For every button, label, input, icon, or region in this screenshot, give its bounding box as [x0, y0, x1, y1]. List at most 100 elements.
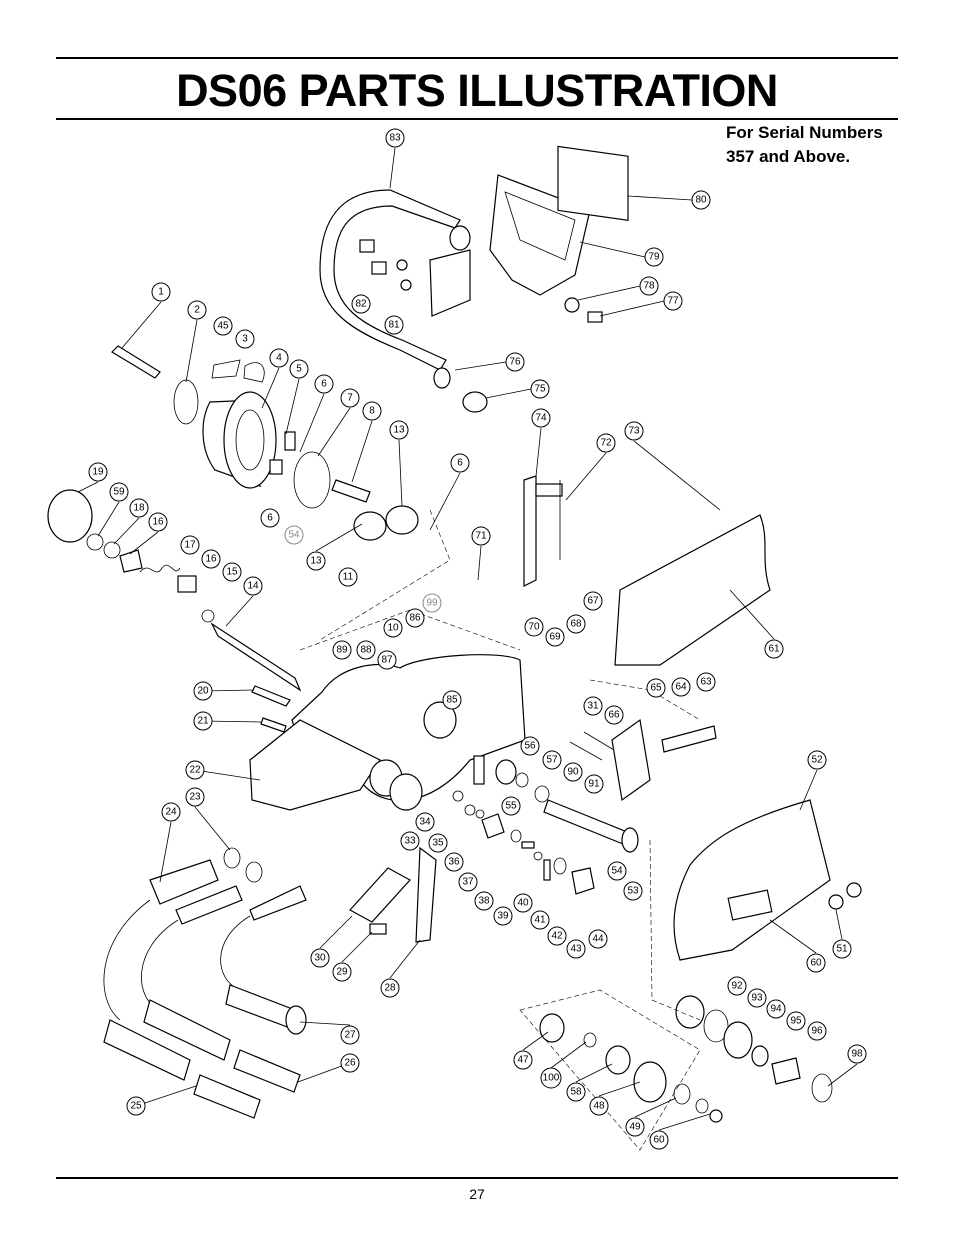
part-callout-58: 58 — [566, 1082, 586, 1102]
callout-circle — [444, 852, 464, 872]
part-callout-30: 30 — [310, 948, 330, 968]
serial-number-note: For Serial Numbers 357 and Above. — [726, 121, 926, 169]
callout-number: 41 — [534, 915, 546, 926]
part-callout-43: 43 — [566, 939, 586, 959]
callout-number: 42 — [551, 931, 563, 942]
part-callout-95: 95 — [786, 1011, 806, 1031]
callout-circle — [531, 408, 551, 428]
callout-circle — [493, 906, 513, 926]
part-callout-93: 93 — [747, 988, 767, 1008]
callout-circle — [332, 640, 352, 660]
callout-number: 6 — [457, 458, 463, 469]
part-callout-71: 71 — [471, 526, 491, 546]
part-callout-2: 2 — [187, 300, 207, 320]
callout-circle — [563, 762, 583, 782]
callout-circle — [542, 750, 562, 770]
callout-number: 18 — [133, 503, 145, 514]
callout-number: 98 — [851, 1049, 863, 1060]
callout-circle — [161, 802, 181, 822]
part-callout-73: 73 — [624, 421, 644, 441]
part-callout-61: 61 — [764, 639, 784, 659]
part-callout-40: 40 — [513, 893, 533, 913]
exploded-parts-drawing: 8380797877828112453456787675747372136195… — [47, 128, 867, 1151]
part-callout-88: 88 — [356, 640, 376, 660]
callout-circle — [524, 617, 544, 637]
callout-number: 17 — [184, 540, 196, 551]
part-callout-53: 53 — [623, 881, 643, 901]
callout-number: 13 — [393, 425, 405, 436]
part-callout-13: 13 — [389, 420, 409, 440]
callout-number: 59 — [113, 487, 125, 498]
part-callout-15: 15 — [222, 562, 242, 582]
callout-number: 60 — [653, 1135, 665, 1146]
callout-circle — [847, 1044, 867, 1064]
callout-number: 76 — [509, 357, 521, 368]
callout-number: 67 — [587, 596, 599, 607]
part-callout-11: 11 — [338, 567, 358, 587]
callout-number: 11 — [343, 572, 354, 583]
callout-circle — [566, 939, 586, 959]
part-callout-55: 55 — [501, 796, 521, 816]
callout-number: 49 — [629, 1122, 641, 1133]
part-callout-76: 76 — [505, 352, 525, 372]
callout-number: 58 — [570, 1087, 582, 1098]
part-callout-18: 18 — [129, 498, 149, 518]
callout-circle — [340, 1025, 360, 1045]
part-callout-66: 66 — [604, 705, 624, 725]
callout-number: 78 — [643, 281, 655, 292]
callout-circle — [109, 482, 129, 502]
callout-number: 95 — [790, 1016, 802, 1027]
callout-number: 45 — [217, 321, 229, 332]
callout-number: 56 — [524, 741, 536, 752]
callout-circle — [129, 498, 149, 518]
callout-circle — [807, 750, 827, 770]
callout-circle — [623, 881, 643, 901]
callout-circle — [764, 639, 784, 659]
callout-circle — [584, 774, 604, 794]
part-callout-22: 22 — [185, 760, 205, 780]
callout-circle — [639, 276, 659, 296]
part-callout-6: 6 — [260, 508, 280, 528]
callout-circle — [126, 1096, 146, 1116]
part-callout-78: 78 — [639, 276, 659, 296]
callout-number: 5 — [296, 364, 302, 375]
callout-circle — [289, 359, 309, 379]
callout-circle — [727, 976, 747, 996]
callout-circle — [520, 736, 540, 756]
callout-circle — [786, 1011, 806, 1031]
part-callout-96: 96 — [807, 1021, 827, 1041]
callout-number: 30 — [314, 953, 326, 964]
top-rule — [56, 57, 898, 59]
callout-number: 90 — [567, 767, 579, 778]
callout-number: 20 — [197, 686, 209, 697]
part-callout-69: 69 — [545, 627, 565, 647]
callout-number: 54 — [288, 530, 300, 541]
part-callout-19: 19 — [88, 462, 108, 482]
part-callout-47: 47 — [513, 1050, 533, 1070]
callout-number: 81 — [388, 320, 400, 331]
part-callout-68: 68 — [566, 614, 586, 634]
callout-number: 65 — [650, 683, 662, 694]
part-callout-60: 60 — [806, 953, 826, 973]
part-callout-92: 92 — [727, 976, 747, 996]
callout-number: 79 — [648, 252, 660, 263]
part-callout-44: 44 — [588, 929, 608, 949]
callout-number: 16 — [152, 517, 164, 528]
callout-circle — [596, 433, 616, 453]
callout-number: 31 — [587, 701, 599, 712]
callout-circle — [663, 291, 683, 311]
part-callout-54: 54 — [607, 861, 627, 881]
callout-number: 86 — [409, 613, 421, 624]
callout-circle — [450, 453, 470, 473]
callout-number: 21 — [197, 716, 209, 727]
callout-number: 54 — [611, 866, 623, 877]
part-callout-82: 82 — [351, 294, 371, 314]
callout-number: 8 — [369, 406, 375, 417]
callout-circle — [310, 948, 330, 968]
callout-circle — [547, 926, 567, 946]
callout-circle — [338, 567, 358, 587]
parts-linework — [47, 145, 862, 1151]
callout-bubbles: 8380797877828112453456787675747372136195… — [88, 128, 867, 1150]
callout-circle — [351, 294, 371, 314]
callout-number: 64 — [675, 682, 687, 693]
